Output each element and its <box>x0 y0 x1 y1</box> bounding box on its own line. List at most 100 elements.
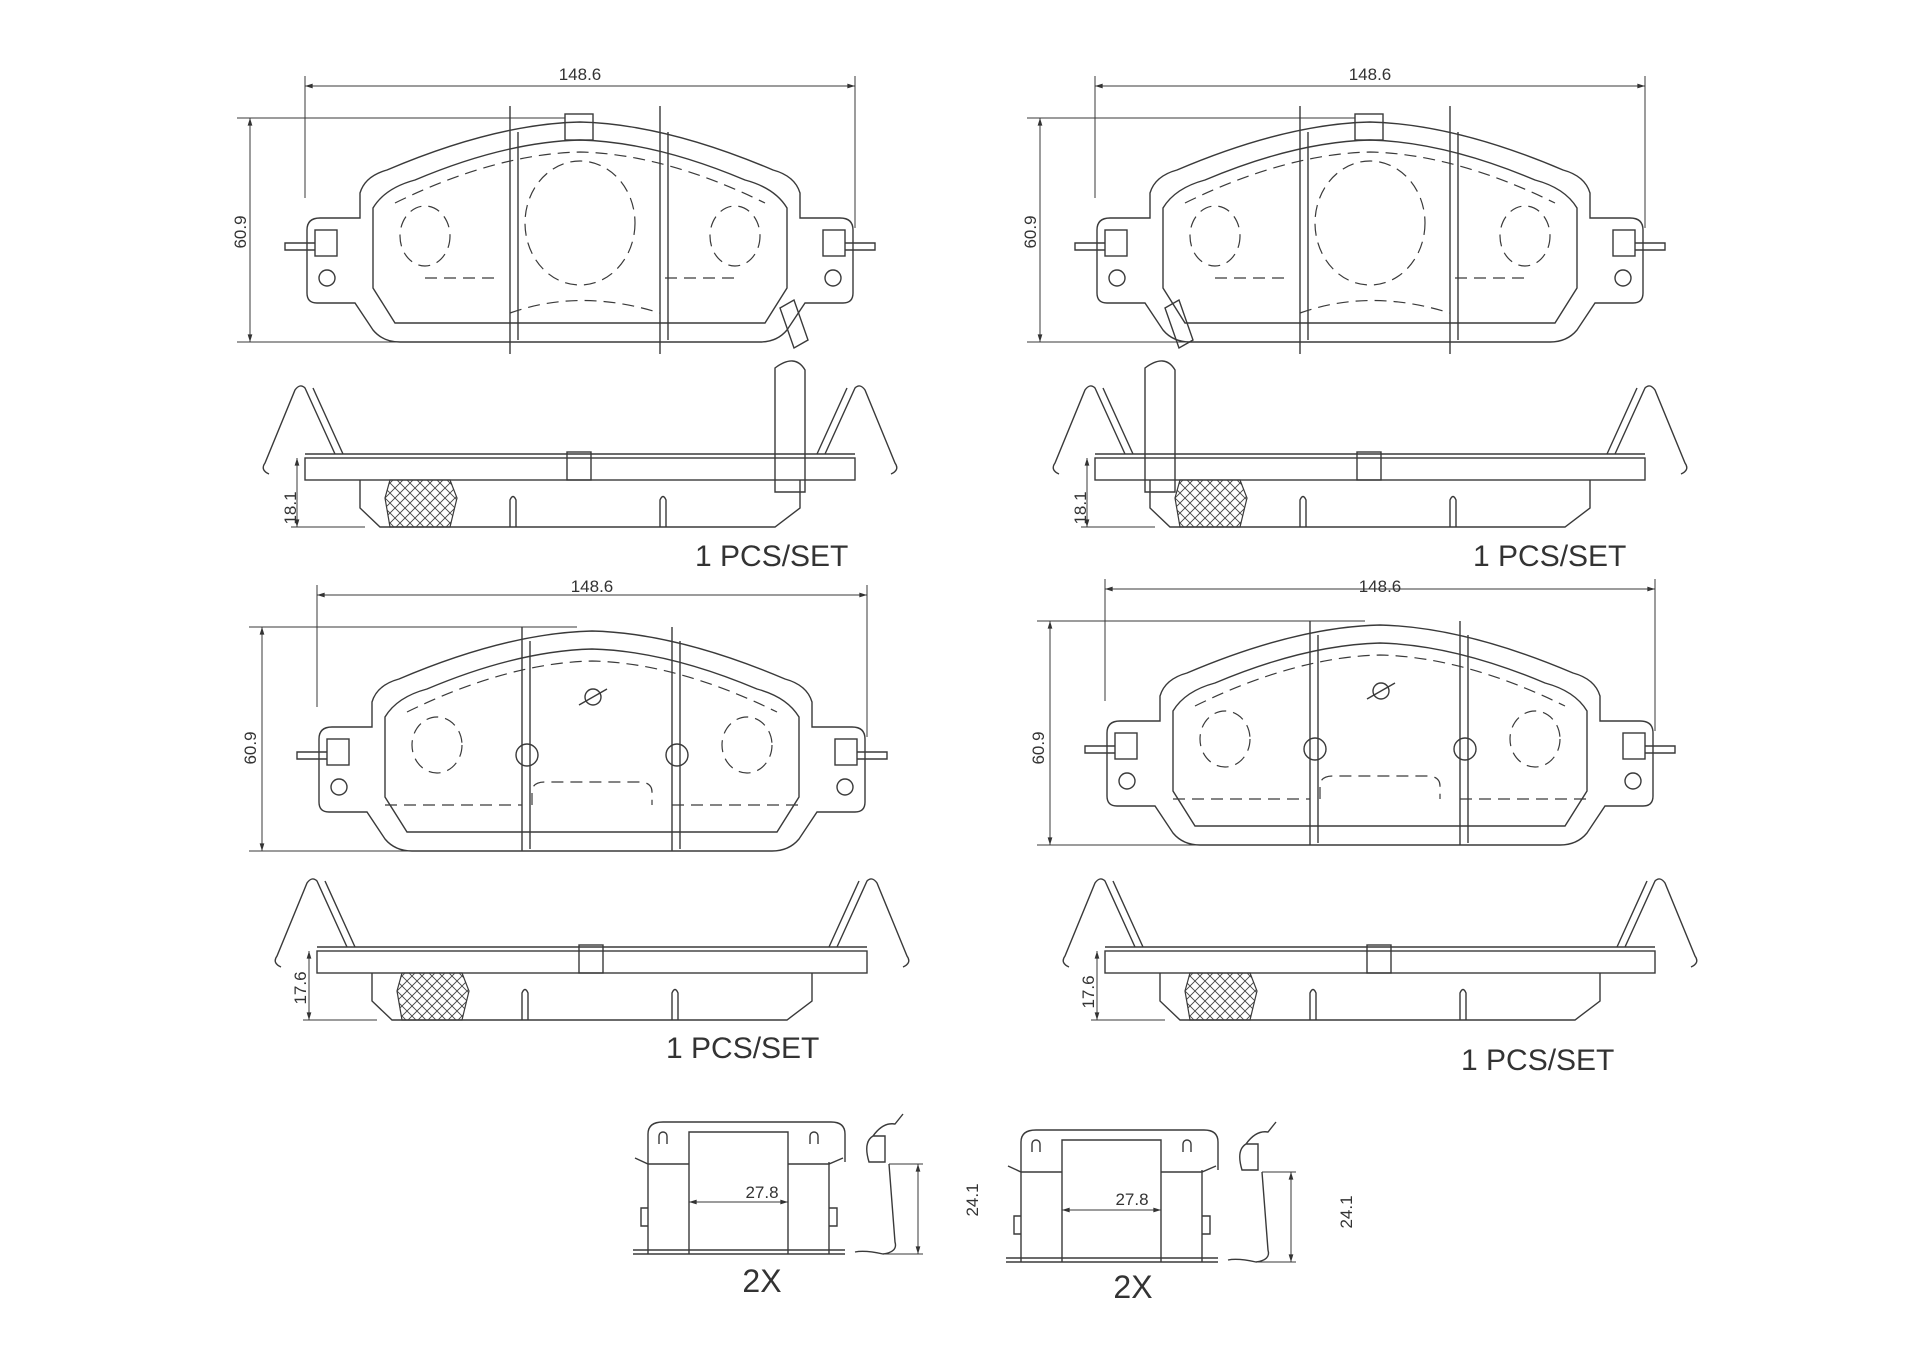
chamfer-line <box>1173 775 1587 800</box>
thickness-dimension-label: 18.1 <box>1071 491 1090 524</box>
center-tab <box>564 113 594 141</box>
dimension-arrow <box>259 843 265 851</box>
dimension-arrow <box>294 519 300 527</box>
height-dimension-label: 60.9 <box>1021 215 1040 248</box>
clip-gap-label: 27.8 <box>745 1183 778 1202</box>
quantity-label: 1 PCS/SET <box>695 540 848 573</box>
chamfer-line <box>425 277 735 314</box>
height-dimension-label: 60.9 <box>241 731 260 764</box>
retainer-clip <box>1622 732 1646 760</box>
wear-line <box>1184 151 1556 204</box>
dimension-arrow <box>305 83 313 89</box>
piston-circle <box>1314 160 1426 286</box>
backing-plate-outline <box>1106 624 1654 846</box>
chamfer-line <box>1215 277 1525 314</box>
pad-front-view-top-right <box>1027 76 1666 354</box>
dimension-arrow <box>859 592 867 598</box>
retainer-pin <box>1074 242 1666 251</box>
slot-notch <box>1449 495 1457 527</box>
center-tab <box>566 451 592 481</box>
backing-plate <box>1094 457 1646 481</box>
dimension-arrow <box>1062 1207 1070 1213</box>
dimension-arrow <box>247 118 253 126</box>
dimension-arrow <box>1037 118 1043 126</box>
friction-material-outline <box>372 139 788 324</box>
slot-notch <box>509 495 517 527</box>
dimension-arrow <box>317 592 325 598</box>
thickness-dimension-label: 18.1 <box>281 491 300 524</box>
width-dimension-label: 148.6 <box>1359 577 1402 596</box>
clip-side-profile <box>1227 1171 1270 1263</box>
retainer-pin <box>284 242 876 251</box>
clip-quantity-label: 2X <box>742 1263 781 1299</box>
clip-side-profile <box>854 1163 897 1255</box>
direction-arrow-icon <box>1366 682 1396 700</box>
width-dimension-label: 148.6 <box>559 65 602 84</box>
clip-slot <box>658 1131 819 1144</box>
dimension-arrow <box>1095 83 1103 89</box>
hatched-section <box>1184 972 1258 1021</box>
clip-top <box>1020 1129 1219 1170</box>
pad-side-view-top-right <box>1052 360 1688 528</box>
clip-gap-label: 27.8 <box>1115 1190 1148 1209</box>
friction-material-outline <box>384 648 800 833</box>
wear-sensor-side <box>774 360 806 493</box>
backing-plate <box>1104 950 1656 974</box>
clip-tab <box>640 1207 838 1227</box>
dimension-arrow <box>1094 1012 1100 1020</box>
clip-base <box>633 1249 845 1255</box>
abutment-clip-left <box>633 1113 923 1255</box>
clip-flange <box>1007 1165 1217 1173</box>
wear-line <box>406 660 778 713</box>
pin-circle <box>665 743 689 767</box>
piston-circle <box>524 160 636 286</box>
clip-slot <box>1031 1139 1192 1152</box>
retainer-clip <box>1612 229 1636 257</box>
clip-height-label: 24.1 <box>1337 1195 1356 1228</box>
hole-circle <box>1614 269 1632 287</box>
friction-material-outline <box>1162 139 1578 324</box>
clip-flange <box>634 1157 844 1165</box>
dimension-arrow <box>1153 1207 1161 1213</box>
abutment-clip-right <box>1006 1121 1296 1263</box>
wear-sensor-side <box>1144 360 1176 493</box>
slot-notch <box>671 988 679 1020</box>
hole-circle <box>1108 269 1126 287</box>
dimension-arrow <box>1037 334 1043 342</box>
clip-base <box>1006 1257 1218 1263</box>
dimension-arrow <box>1637 83 1645 89</box>
retainer-pin <box>296 751 888 760</box>
spring-clip-right <box>1616 878 1698 968</box>
piston-circle <box>1199 710 1251 768</box>
pad-side-view-bottom-left <box>274 878 910 1021</box>
spring-clip-right <box>828 878 910 968</box>
dimension-arrow <box>689 1199 697 1205</box>
slot-notch <box>659 495 667 527</box>
dimension-arrow <box>247 334 253 342</box>
retainer-clip <box>822 229 846 257</box>
center-tab <box>1356 451 1382 481</box>
hole-circle <box>1624 772 1642 790</box>
friction-block <box>359 480 801 528</box>
retainer-clip <box>314 229 338 257</box>
hole-circle <box>330 778 348 796</box>
slot-notch <box>1309 988 1317 1020</box>
clip-height-label: 24.1 <box>963 1183 982 1216</box>
thickness-dimension-label: 17.6 <box>1079 975 1098 1008</box>
quantity-label: 1 PCS/SET <box>666 1032 819 1065</box>
center-tab <box>578 944 604 974</box>
pad-side-view-bottom-right <box>1062 878 1698 1021</box>
clip-top <box>647 1121 846 1162</box>
backing-plate-outline <box>306 121 854 343</box>
slot-notch <box>1299 495 1307 527</box>
hole-circle <box>318 269 336 287</box>
clip-tab <box>1013 1215 1211 1235</box>
dimension-arrow <box>1647 586 1655 592</box>
hatched-section <box>384 479 458 528</box>
piston-circle <box>1509 710 1561 768</box>
friction-block <box>371 973 813 1021</box>
clip-body <box>1020 1139 1203 1262</box>
friction-block <box>1159 973 1601 1021</box>
backing-plate-outline <box>1096 121 1644 343</box>
dimension-arrow <box>306 1012 312 1020</box>
